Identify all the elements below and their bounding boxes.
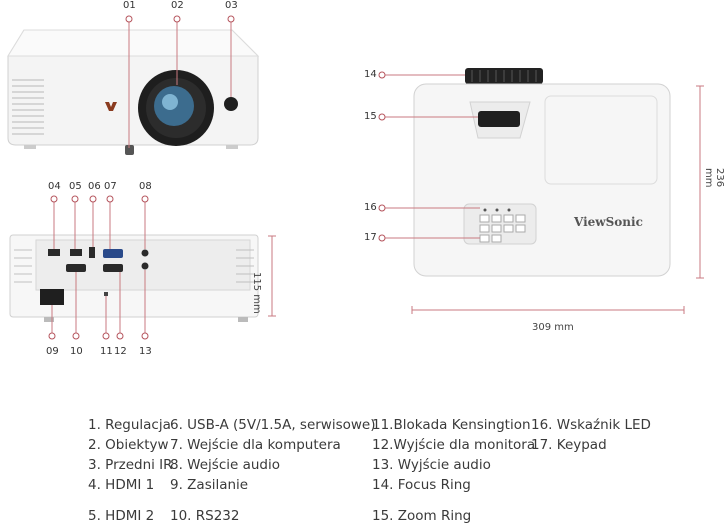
dimension-width: 309 mm	[532, 322, 574, 333]
legend-item: 4. HDMI 1	[88, 477, 155, 493]
port-hdmi2	[70, 249, 82, 256]
port-audio-in	[141, 249, 149, 257]
port-vga-out	[103, 264, 123, 272]
port-vga-in	[103, 249, 123, 258]
callout-08: 08	[139, 181, 152, 192]
callout-dots	[48, 15, 386, 340]
callout-03: 03	[225, 0, 238, 11]
callout-04: 04	[48, 181, 61, 192]
legend-item: 3. Przedni IR	[88, 457, 173, 473]
callout-10: 10	[70, 346, 83, 357]
dimension-depth: 236 mm	[703, 168, 725, 188]
led-indicators	[483, 208, 511, 212]
legend-item: 15. Zoom Ring	[372, 508, 472, 524]
callout-01: 01	[123, 0, 136, 11]
legend-item: 1. Regulacja	[88, 417, 171, 433]
legend-item: 8. Wejście audio	[170, 457, 280, 473]
legend-item: 5. HDMI 2	[88, 508, 155, 524]
legend-item: 7. Wejście dla komputera	[170, 437, 341, 453]
projector-top-view	[413, 68, 671, 277]
callout-02: 02	[171, 0, 184, 11]
legend-item: 12.Wyjście dla monitora	[372, 437, 536, 453]
kensington-slot	[104, 292, 108, 296]
port-power	[40, 289, 64, 305]
legend-item: 6. USB-A (5V/1.5A, serwisowe)	[170, 417, 376, 433]
callout-06: 06	[88, 181, 101, 192]
legend-item: 17. Keypad	[531, 437, 607, 453]
legend-item: 11.Blokada Kensingtion	[372, 417, 531, 433]
dimension-lines	[268, 85, 704, 317]
rear-vent-right	[236, 249, 254, 283]
callout-17: 17	[364, 232, 377, 243]
zoom-ring	[478, 111, 520, 127]
legend-item: 10. RS232	[170, 508, 240, 524]
callout-09: 09	[46, 346, 59, 357]
port-rs232	[66, 264, 86, 272]
brand-name: ViewSonic	[574, 215, 643, 229]
callout-07: 07	[104, 181, 117, 192]
legend-item: 16. Wskaźnik LED	[531, 417, 651, 433]
rear-vent-left	[14, 249, 32, 283]
callout-16: 16	[364, 202, 377, 213]
front-vent	[12, 79, 44, 135]
callout-05: 05	[69, 181, 82, 192]
projector-rear-view	[9, 234, 259, 322]
brand-logo	[105, 102, 117, 111]
dimension-height: 115 mm	[251, 272, 262, 314]
legend-item: 9. Zasilanie	[170, 477, 249, 493]
callout-12: 12	[114, 346, 127, 357]
callout-lines	[51, 17, 480, 335]
keypad-buttons	[479, 214, 526, 243]
callout-11: 11	[100, 346, 113, 357]
port-audio-out	[141, 262, 149, 270]
projector-front-view	[7, 29, 260, 155]
legend-item: 14. Focus Ring	[372, 477, 471, 493]
callout-14: 14	[364, 69, 377, 80]
adjust-foot	[125, 145, 134, 155]
port-hdmi1	[48, 249, 60, 256]
front-ir-sensor	[224, 97, 238, 111]
port-usb	[89, 247, 95, 258]
callout-15: 15	[364, 111, 377, 122]
legend-item: 2. Obiektyw	[88, 437, 169, 453]
legend-item: 13. Wyjście audio	[372, 457, 491, 473]
callout-13: 13	[139, 346, 152, 357]
